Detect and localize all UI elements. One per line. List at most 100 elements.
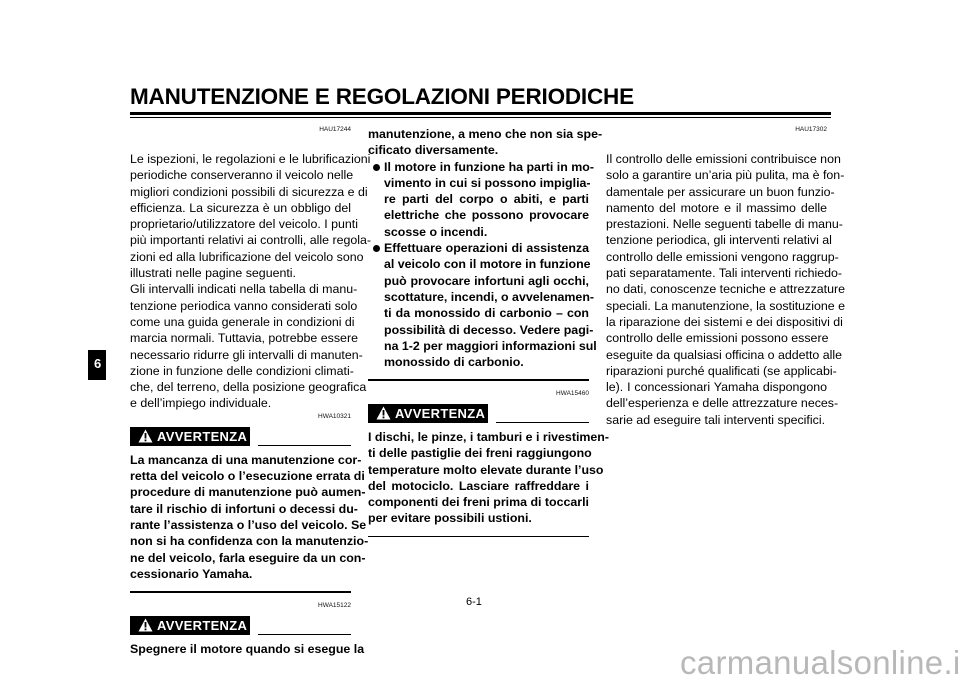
title-rule-thin <box>130 117 831 118</box>
text-line: può provocare infortuni agli occhi, <box>384 273 589 288</box>
title-rule <box>130 112 831 115</box>
warning-label: AVVERTENZA <box>157 617 248 633</box>
text-line: I dischi, le pinze, i tamburi e i rivest… <box>368 429 609 444</box>
text-line: Gli intervalli indicati nella tabella di… <box>130 282 358 297</box>
text-line: solo a garantire un’aria più pulita, ma … <box>606 168 845 183</box>
page-title: MANUTENZIONE E REGOLAZIONI PERIODICHE <box>130 84 634 109</box>
warning-triangle-icon <box>138 429 153 448</box>
text-line: proprietario/utilizzatore del veicolo. I… <box>130 217 358 232</box>
text-line: manutenzione, a meno che non sia spe- <box>368 127 603 141</box>
chapter-number: 6 <box>94 356 102 371</box>
warning-end-rule <box>368 379 589 381</box>
text-line: tare il rischio di infortuni o decessi d… <box>130 501 358 516</box>
reference-code: HAU17244 <box>319 126 351 133</box>
text-line: del motociclo. Lasciare raffreddare i <box>368 478 589 493</box>
text-line: componenti dei freni prima di toccarli <box>368 495 590 510</box>
text-line: procedure di manutenzione può aumen- <box>130 485 366 500</box>
text-line: ti delle pastiglie dei freni raggiungono <box>368 446 592 461</box>
text-line: possibilità di decesso. Vedere pagi- <box>384 322 594 337</box>
text-line: zioni ed alla lubrificazione del veicolo… <box>130 249 364 264</box>
paragraph: La mancanza di una manutenzione cor-rett… <box>130 452 369 582</box>
warning-label: AVVERTENZA <box>157 428 248 444</box>
column-left: HAU17244 Le ispezioni, le regolazioni e l… <box>130 125 372 657</box>
text-line: damentale per assicurare un buon funzio- <box>606 184 835 199</box>
warning-label-box: AVVERTENZA <box>130 615 250 637</box>
text-line: tenzione periodica vanno considerati sol… <box>130 298 358 313</box>
text-line: Effettuare operazioni di assistenza <box>384 241 589 256</box>
warning-rule <box>496 421 589 423</box>
column-right: HAU17302 Il controllo delle emissioni con… <box>606 125 846 428</box>
warning-heading: AVVERTENZA <box>130 426 351 448</box>
paragraph: Le ispezioni, le regolazioni e le lubrif… <box>130 151 372 281</box>
text-line: illustrati nelle pagine seguenti. <box>130 266 297 281</box>
warning-end-rule <box>368 535 589 538</box>
text-line: sarie ad eseguire tali interventi specif… <box>606 412 826 427</box>
text-line: monossido di carbonio. <box>384 355 524 370</box>
text-line: controllo delle emissioni possono essere <box>606 331 829 346</box>
text-line: zione in funzione delle condizioni clima… <box>130 363 354 378</box>
text-line: Il controllo delle emissioni contribuisc… <box>606 152 841 166</box>
warning-label: AVVERTENZA <box>395 405 486 421</box>
text-line: tenzione periodica, gli interventi relat… <box>606 233 832 248</box>
warning-rule <box>258 633 351 635</box>
text-line: re parti del corpo o abiti, e parti <box>384 192 589 207</box>
text-line: Spegnere il motore quando si esegue la <box>130 641 365 656</box>
text-line: e dell’impiego individuale. <box>130 396 272 411</box>
text-line: temperature molto elevate durante l’uso <box>368 462 604 477</box>
text-line: rante l’assistenza o l’uso del veicolo. … <box>130 517 367 532</box>
warning-label-box: AVVERTENZA <box>368 403 488 425</box>
text-line: Le ispezioni, le regolazioni e le lubrif… <box>130 152 371 166</box>
text-line: efficienza. La sicurezza è un obbligo de… <box>130 200 351 215</box>
text-line: controllo delle emissioni vengono raggru… <box>606 249 839 264</box>
text-line: speciali. La manutenzione, la sostituzio… <box>606 298 846 313</box>
text-line: la riparazione dei sistemi e dei disposi… <box>606 314 843 329</box>
text-line: namento del motore e il massimo delle <box>606 200 827 215</box>
text-line: retta del veicolo o l’esecuzione errata … <box>130 469 365 484</box>
text-line: eseguite da qualsiasi officina o addetto… <box>606 347 843 362</box>
warning-end-rule <box>130 591 351 593</box>
text-line: La mancanza di una manutenzione cor- <box>130 452 362 467</box>
text-line: necessario ridurre gli intervalli di man… <box>130 347 363 362</box>
reference-code: HWA15122 <box>318 601 351 609</box>
text-line: per evitare possibili ustioni. <box>368 511 532 526</box>
text-line: prestazioni. Nelle seguenti tabelle di m… <box>606 217 843 232</box>
text-line: Il motore in funzione ha parti in mo- <box>384 159 594 174</box>
bullet-icon <box>373 163 380 171</box>
bullet-item: Il motore in funzione ha parti in mo-vim… <box>368 159 594 240</box>
text-line: al veicolo con il motore in funzione <box>384 257 591 272</box>
text-line: più importanti relativi ai controlli, al… <box>130 233 372 248</box>
column-middle: manutenzione, a meno che non sia spe-cif… <box>368 126 609 545</box>
text-line: ti da monossido di carbonio – con <box>384 306 589 321</box>
warning-heading: AVVERTENZA <box>368 403 589 425</box>
reference-code: HWA15460 <box>556 389 589 397</box>
text-line: na 1-2 per maggiori informazioni sul <box>384 338 597 353</box>
text-line: cessionario Yamaha. <box>130 566 253 581</box>
reference-code: HAU17302 <box>795 126 827 133</box>
text-line: vimento in cui si possono impiglia- <box>384 175 591 190</box>
warning-rule <box>258 444 351 446</box>
text-line: marcia normali. Tuttavia, potrebbe esser… <box>130 331 358 346</box>
chapter-tab: 6 <box>88 350 106 380</box>
paragraph: Il controllo delle emissioni contribuisc… <box>606 151 846 428</box>
text-line: no dati, conoscenze tecniche e attrezzat… <box>606 282 846 297</box>
watermark: carmanualsonline.info <box>680 644 960 681</box>
text-line: non si ha confidenza con la manutenzio- <box>130 534 369 549</box>
warning-label-box: AVVERTENZA <box>130 426 250 448</box>
text-line: scosse o incendi. <box>384 224 488 239</box>
text-line: migliori condizioni possibili di sicurez… <box>130 184 368 199</box>
paragraph: Gli intervalli indicati nella tabella di… <box>130 281 366 411</box>
text-line: ne del veicolo, farla eseguire da un con… <box>130 550 366 565</box>
page-number: 6-1 <box>466 596 482 608</box>
bullet-icon <box>373 245 380 253</box>
text-line: periodiche conserveranno il veicolo nell… <box>130 168 354 183</box>
text-line: elettriche che possono provocare <box>384 208 589 223</box>
paragraph: Spegnere il motore quando si esegue la <box>130 641 365 657</box>
warning-triangle-icon <box>376 406 391 425</box>
text-line: pati separatamente. Tali interventi rich… <box>606 266 843 281</box>
paragraph: manutenzione, a meno che non sia spe-cif… <box>368 126 603 159</box>
text-line: le). I concessionari Yamaha dispongono <box>606 380 827 395</box>
warning-heading: AVVERTENZA <box>130 615 351 637</box>
paragraph: I dischi, le pinze, i tamburi e i rivest… <box>368 429 609 527</box>
warning-triangle-icon <box>138 618 153 637</box>
